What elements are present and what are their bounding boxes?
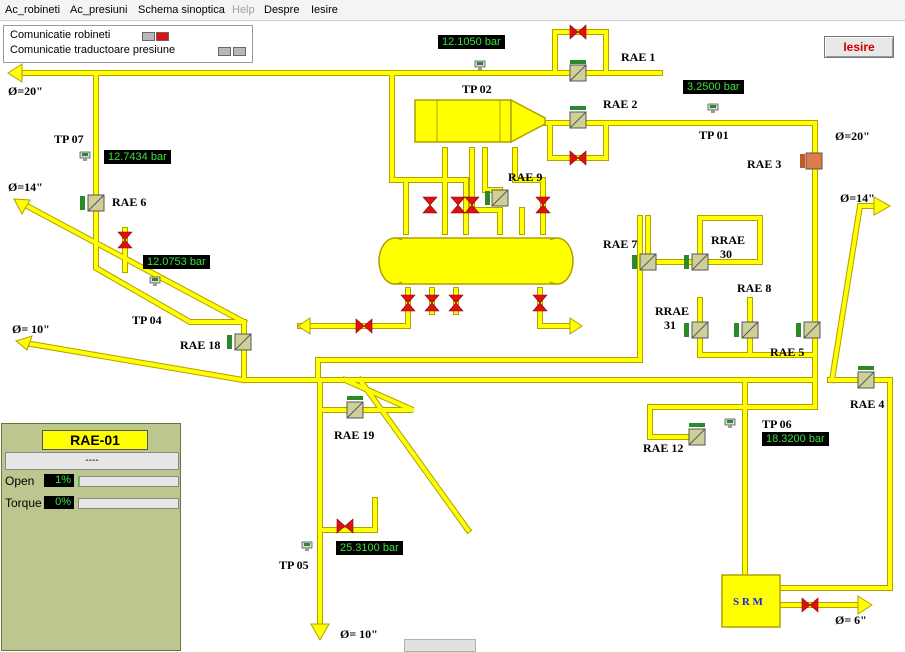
label-rae8[interactable]: RAE 8 bbox=[737, 281, 772, 295]
legend-sensors-label: Comunicatie traductoare presiune bbox=[10, 44, 176, 56]
label-rae9[interactable]: RAE 9 bbox=[508, 170, 543, 184]
label-diameter-14-right: Ø=14" bbox=[840, 191, 875, 205]
label-diameter-20-right: Ø=20" bbox=[835, 129, 870, 143]
open-value: 1% bbox=[44, 474, 74, 487]
open-progress-bar bbox=[78, 476, 179, 487]
label-tp01[interactable]: TP 01 bbox=[699, 128, 729, 142]
readout-tp06: 18.3200 bar bbox=[762, 432, 829, 446]
readout-tp01: 3.2500 bar bbox=[683, 80, 744, 94]
legend-sensors-swatch-2 bbox=[233, 47, 246, 56]
label-rrae30-num[interactable]: 30 bbox=[720, 247, 732, 261]
label-tp06[interactable]: TP 06 bbox=[762, 417, 792, 431]
horizontal-scrollbar[interactable] bbox=[404, 639, 476, 652]
label-rae5[interactable]: RAE 5 bbox=[770, 345, 805, 359]
label-tp07[interactable]: TP 07 bbox=[54, 132, 84, 146]
open-progress-fill bbox=[79, 477, 80, 486]
panel-title: RAE-01 bbox=[42, 430, 148, 450]
legend-valves-label: Comunicatie robineti bbox=[10, 29, 111, 41]
panel-status: ---- bbox=[5, 452, 179, 470]
torque-value: 0% bbox=[44, 496, 74, 509]
label-tp05[interactable]: TP 05 bbox=[279, 558, 309, 572]
label-rae19[interactable]: RAE 19 bbox=[334, 428, 375, 442]
separator-tank-lower bbox=[378, 237, 574, 285]
valve-detail-panel: RAE-01 ---- Open 1% Torque 0% bbox=[1, 423, 181, 651]
label-rae1[interactable]: RAE 1 bbox=[621, 50, 656, 64]
label-rae12[interactable]: RAE 12 bbox=[643, 441, 684, 455]
label-rrae31-num[interactable]: 31 bbox=[664, 318, 676, 332]
label-rae6[interactable]: RAE 6 bbox=[112, 195, 147, 209]
label-rrae31-top[interactable]: RRAE bbox=[655, 304, 690, 318]
label-rae3[interactable]: RAE 3 bbox=[747, 157, 782, 171]
separator-tank-upper bbox=[414, 98, 546, 144]
readout-tp02: 12.1050 bar bbox=[438, 35, 505, 49]
menu-despre[interactable]: Despre bbox=[264, 4, 300, 16]
menu-help[interactable]: Help bbox=[232, 4, 255, 16]
menu-schema-sinoptica[interactable]: Schema sinoptica bbox=[138, 4, 225, 16]
communication-legend: Comunicatie robineti Comunicatie traduct… bbox=[3, 25, 253, 63]
menu-ac-robineti[interactable]: Ac_robineti bbox=[5, 4, 61, 16]
label-diameter-6: Ø= 6" bbox=[835, 613, 867, 627]
label-rrae30-top[interactable]: RRAE bbox=[711, 233, 746, 247]
torque-label: Torque bbox=[5, 496, 42, 510]
label-tp02[interactable]: TP 02 bbox=[462, 82, 492, 96]
label-diameter-20-left: Ø=20" bbox=[8, 84, 43, 98]
open-label: Open bbox=[5, 474, 35, 488]
label-tp04[interactable]: TP 04 bbox=[132, 313, 162, 327]
menu-bar: Ac_robineti Ac_presiuni Schema sinoptica… bbox=[0, 0, 905, 21]
label-rae7[interactable]: RAE 7 bbox=[603, 237, 638, 251]
menu-ac-presiuni[interactable]: Ac_presiuni bbox=[70, 4, 128, 16]
label-diameter-10-left: Ø= 10" bbox=[12, 322, 50, 336]
legend-valves-swatch-2 bbox=[156, 32, 169, 41]
label-rae18[interactable]: RAE 18 bbox=[180, 338, 221, 352]
menu-iesire[interactable]: Iesire bbox=[311, 4, 338, 16]
flow-arrows bbox=[7, 63, 892, 642]
exit-button[interactable]: Iesire bbox=[824, 36, 894, 58]
label-srm[interactable]: S R M bbox=[733, 596, 763, 608]
label-diameter-10-bottom: Ø= 10" bbox=[340, 627, 378, 641]
label-rae2[interactable]: RAE 2 bbox=[603, 97, 638, 111]
readout-tp05: 25.3100 bar bbox=[336, 541, 403, 555]
srm-station bbox=[721, 574, 781, 628]
label-diameter-14-left: Ø=14" bbox=[8, 180, 43, 194]
readout-tp07: 12.7434 bar bbox=[104, 150, 171, 164]
actuated-valves bbox=[80, 60, 875, 446]
torque-progress-bar bbox=[78, 498, 179, 509]
readout-tp04: 12.0753 bar bbox=[143, 255, 210, 269]
legend-sensors-swatch-1 bbox=[218, 47, 231, 56]
label-rae4[interactable]: RAE 4 bbox=[850, 397, 885, 411]
legend-valves-swatch-1 bbox=[142, 32, 155, 41]
